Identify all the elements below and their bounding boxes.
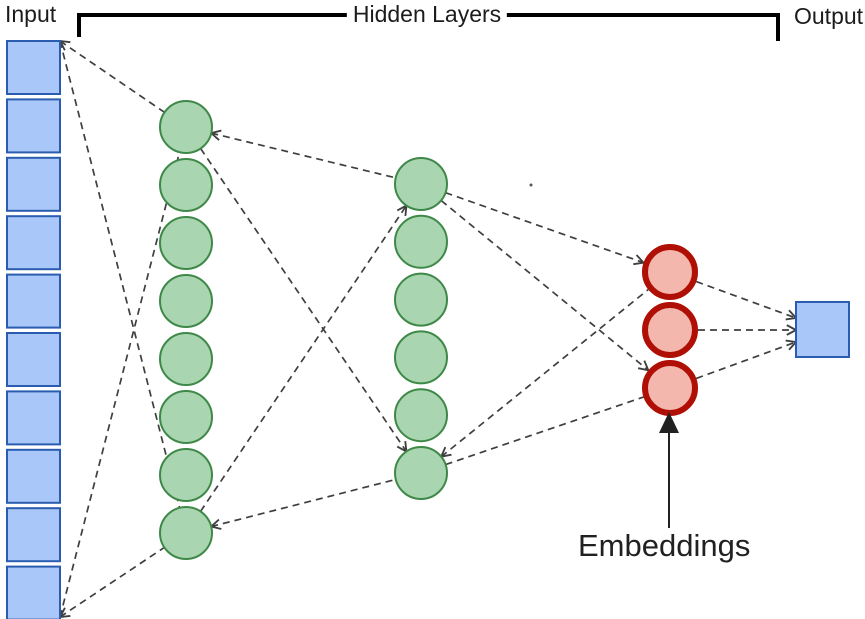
embeddings-label: Embeddings <box>578 528 751 563</box>
hidden1-node <box>159 332 213 386</box>
input-node <box>6 215 61 271</box>
hidden2-node <box>394 388 448 443</box>
hidden2-node <box>394 330 448 385</box>
input-node <box>6 390 61 446</box>
connector-line <box>441 288 649 457</box>
connector-line <box>696 342 796 380</box>
hidden2-node <box>394 214 448 269</box>
connector-line <box>60 546 165 617</box>
hidden-layers-label: Hidden Layers <box>346 1 508 28</box>
connector-line <box>211 133 396 179</box>
connector-line <box>59 40 181 509</box>
input-layer <box>6 40 61 619</box>
input-node <box>6 448 61 504</box>
connector-line <box>199 148 407 452</box>
connector-line <box>445 396 644 466</box>
hidden-layer-2 <box>394 157 448 500</box>
input-label: Input <box>5 1 57 27</box>
hidden1-node <box>159 100 213 154</box>
connector-line <box>211 478 397 526</box>
connector-line <box>696 280 796 318</box>
input-node <box>6 332 61 387</box>
hidden1-node <box>159 274 213 328</box>
embeddings-layer <box>642 244 698 416</box>
input-node <box>6 40 61 95</box>
embedding-node <box>642 302 698 358</box>
hidden1-node <box>159 506 213 560</box>
hidden2-node <box>394 157 448 211</box>
embedding-node <box>642 360 698 416</box>
embedding-node <box>642 244 698 300</box>
input-node <box>6 273 61 329</box>
output-node <box>795 301 850 358</box>
hidden1-node <box>159 448 213 502</box>
stray-dot <box>529 183 533 187</box>
hidden1-node <box>159 158 213 212</box>
hidden-layer-1 <box>159 100 213 560</box>
connector-line <box>445 191 644 263</box>
hidden1-node <box>159 216 213 270</box>
input-node <box>6 156 61 212</box>
connector-line <box>440 199 648 370</box>
up-arrow-icon <box>659 412 679 433</box>
output-label: Output <box>794 3 864 29</box>
input-node <box>6 98 61 154</box>
hidden1-node <box>159 390 213 444</box>
input-node <box>6 565 61 619</box>
connector-line <box>59 151 181 618</box>
hidden2-node <box>394 272 448 327</box>
connector-line <box>60 41 166 114</box>
input-node <box>6 507 61 563</box>
connector-line <box>199 206 407 512</box>
hidden2-node <box>394 446 448 500</box>
